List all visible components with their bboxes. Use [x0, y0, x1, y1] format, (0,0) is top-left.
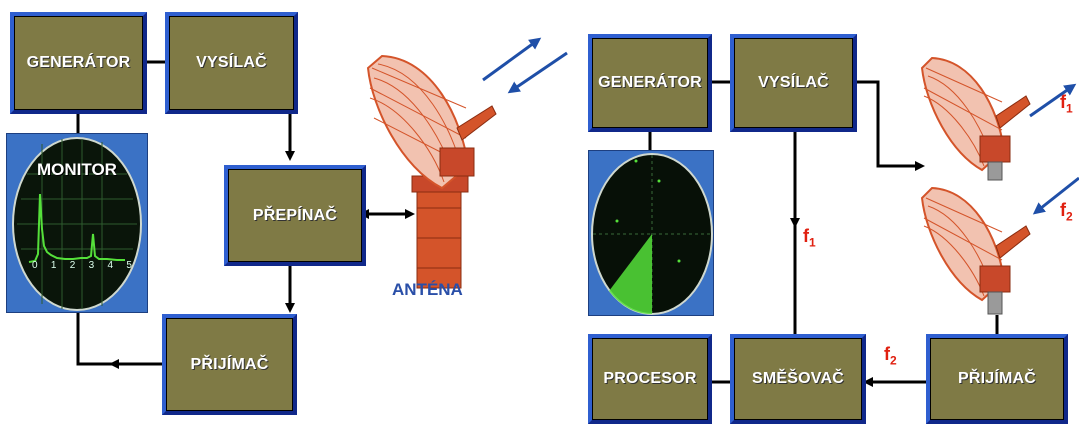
signal-arrow-in-right [1032, 176, 1079, 215]
transmitter-block: VYSÍLAČ [165, 12, 298, 114]
monitor-signal-trace [28, 193, 125, 263]
radar-sweep [609, 234, 652, 315]
generator-label: GENERÁTOR [26, 54, 131, 71]
receiver2-label: PŘIJÍMAČ [957, 370, 1037, 387]
axis-tick: 1 [50, 260, 57, 271]
radar-antenna-icon [366, 54, 497, 289]
radar-screen [591, 153, 713, 315]
f1-top-subscript: 1 [1066, 101, 1073, 116]
wire-receiver-monitor [76, 313, 162, 366]
antenna-label: ANTÉNA [392, 280, 463, 299]
receive-antenna-icon [920, 186, 1031, 315]
f2-subscript: 2 [890, 353, 897, 368]
frequency-f2-side-label: f2 [1060, 200, 1073, 224]
transmitter2-block: VYSÍLAČ [730, 34, 857, 132]
frequency-f2-label: f2 [884, 344, 897, 368]
f1-subscript: 1 [809, 235, 816, 250]
f2-symbol: f [884, 344, 890, 364]
f1-top-symbol: f [1060, 92, 1066, 112]
axis-tick: 2 [69, 260, 76, 271]
mixer-block: SMĚŠOVAČ [730, 334, 866, 424]
axis-tick: 0 [32, 260, 38, 271]
f1-symbol: f [803, 226, 809, 246]
monitor-screen [12, 137, 142, 311]
radar-display-panel [588, 150, 714, 316]
frequency-f1-top-label: f1 [1060, 92, 1073, 116]
monitor-axis-labels: 0 1 2 3 4 5 [32, 260, 132, 271]
f2-side-subscript: 2 [1066, 209, 1073, 224]
axis-tick: 4 [107, 260, 114, 271]
receiver-label: PŘIJÍMAČ [190, 355, 269, 373]
transmit-antenna-icon [920, 56, 1031, 181]
signal-arrow-in [507, 51, 568, 94]
receiver2-block: PŘIJÍMAČ [926, 334, 1068, 424]
processor-label: PROCESOR [603, 370, 697, 387]
monitor-panel: MONITOR 0 1 2 3 4 5 [6, 133, 148, 313]
axis-tick: 5 [126, 260, 132, 271]
transmitter-label: VYSÍLAČ [196, 54, 267, 71]
generator-block: GENERÁTOR [10, 12, 147, 114]
switch-label: PŘEPÍNAČ [252, 206, 338, 224]
processor-block: PROCESOR [588, 334, 712, 424]
switch-block: PŘEPÍNAČ [224, 165, 366, 266]
signal-arrow-out [482, 37, 542, 82]
f2-side-symbol: f [1060, 200, 1066, 220]
transmitter2-label: VYSÍLAČ [758, 74, 829, 91]
monitor-title: MONITOR [37, 160, 117, 179]
signal-arrow-out-right [1029, 83, 1077, 118]
frequency-f1-label: f1 [803, 226, 816, 250]
wire-transmitter2-antenna1 [857, 80, 925, 171]
receiver-block: PŘIJÍMAČ [162, 314, 297, 415]
axis-tick: 3 [88, 260, 95, 271]
generator2-block: GENERÁTOR [588, 34, 712, 132]
generator2-label: GENERÁTOR [598, 74, 702, 91]
mixer-label: SMĚŠOVAČ [752, 370, 844, 387]
